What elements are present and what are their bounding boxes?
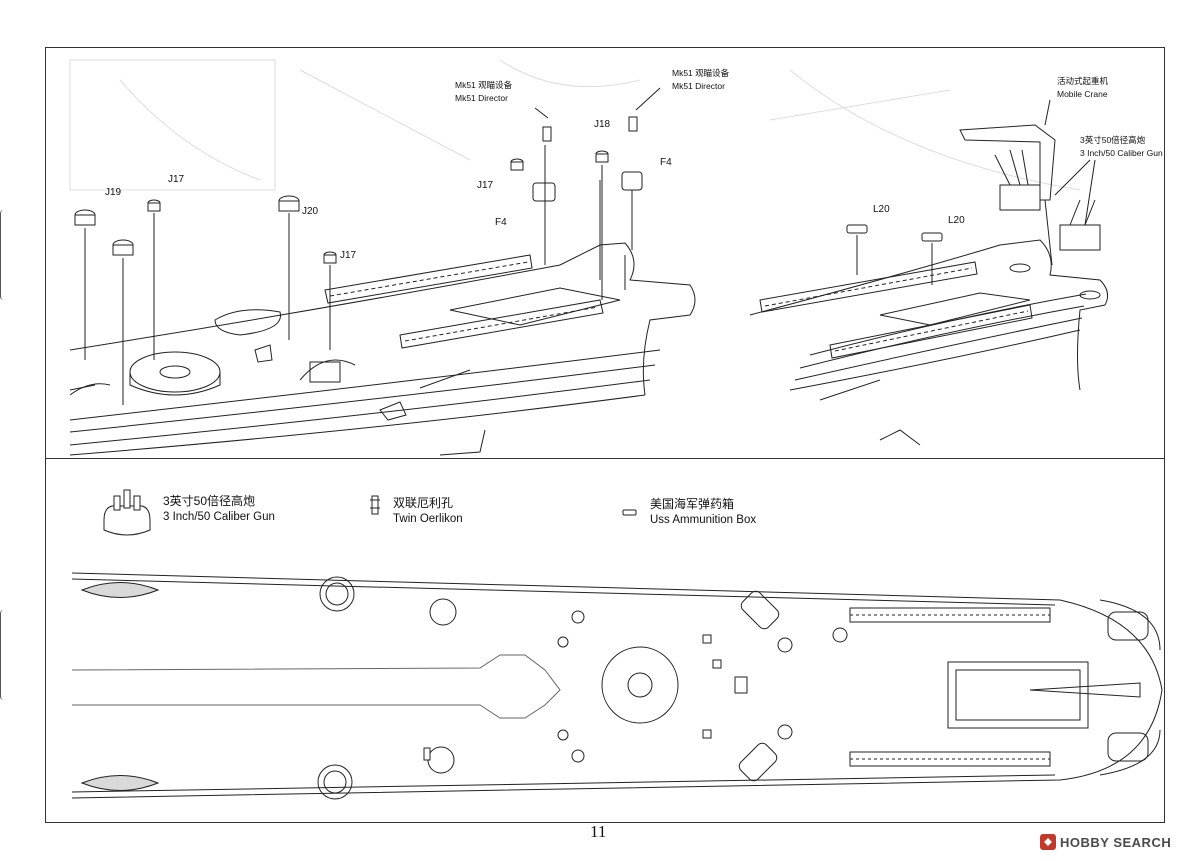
legend-oerlikon-cn: 双联厄利孔 [393, 496, 454, 510]
watermark: HOBBY SEARCH [1040, 832, 1171, 852]
legend-ammo-en: Uss Ammunition Box [650, 514, 757, 526]
section-divider [45, 458, 1165, 459]
part-label-j19: J19 [105, 187, 122, 198]
ammo-box-icon [622, 509, 637, 516]
gun-mount-icon [103, 489, 151, 536]
part-label-j18: J18 [594, 119, 611, 130]
crane-label-cn: 活动式起重机 [1057, 76, 1109, 86]
binding-mark [0, 610, 7, 700]
director-label-en-2: Mk51 Director [672, 81, 725, 91]
part-label-j17: J17 [477, 180, 494, 191]
part-label-f4: F4 [495, 217, 507, 228]
part-label-f4: F4 [660, 157, 672, 168]
binding-mark [0, 210, 7, 300]
hobby-search-logo-icon [1040, 834, 1056, 850]
crane-label-en: Mobile Crane [1057, 89, 1108, 99]
director-label-en: Mk51 Director [455, 93, 508, 103]
watermark-text: HOBBY SEARCH [1060, 834, 1172, 850]
part-label-l20: L20 [948, 215, 965, 226]
legend-gun-en: 3 Inch/50 Caliber Gun [163, 511, 275, 523]
legend-oerlikon-en: Twin Oerlikon [393, 513, 463, 525]
page-number: 11 [590, 822, 607, 841]
page-frame [45, 47, 1165, 823]
legend-ammo-cn: 美国海军弹药箱 [650, 497, 735, 511]
part-label-j17: J17 [168, 174, 185, 185]
gun-label-cn: 3英寸50倍径高炮 [1080, 135, 1146, 145]
gun-label-en: 3 Inch/50 Caliber Gun [1080, 148, 1163, 158]
director-label-cn: Mk51 观瞄设备 [455, 80, 513, 90]
part-label-l20: L20 [873, 204, 890, 215]
part-label-j17: J17 [340, 250, 357, 261]
director-label-cn-2: Mk51 观瞄设备 [672, 68, 730, 78]
oerlikon-icon [370, 495, 380, 515]
part-label-j20: J20 [302, 206, 319, 217]
legend-gun-cn: 3英寸50倍径高炮 [163, 494, 256, 508]
